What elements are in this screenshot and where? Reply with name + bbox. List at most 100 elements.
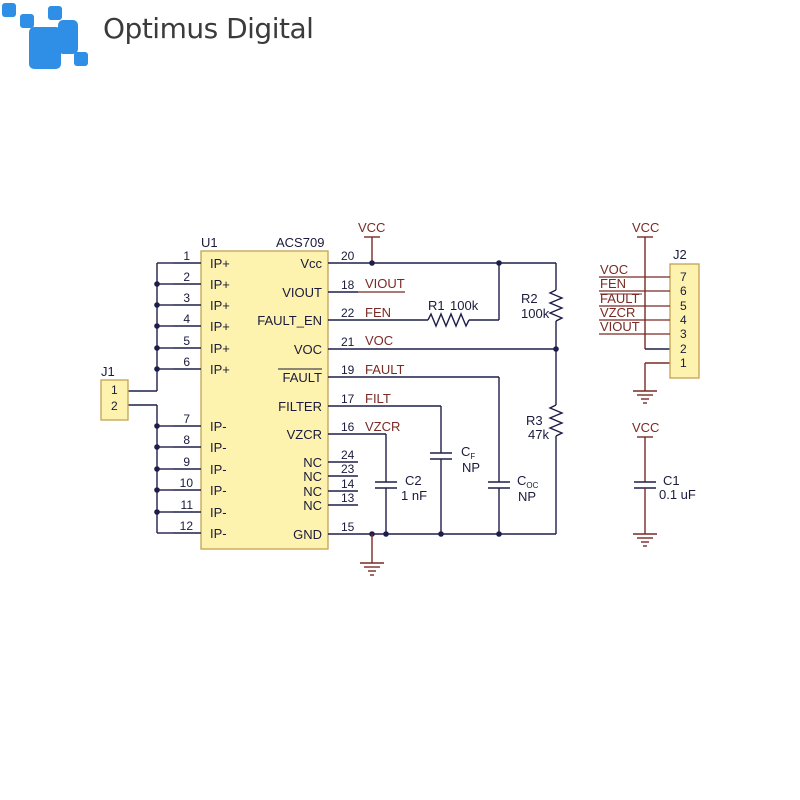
net-label-filt: FILT <box>365 391 391 406</box>
pin-name: NC <box>303 469 322 484</box>
c2-ref: C2 <box>405 473 422 488</box>
pin-name: FAULT_EN <box>257 313 322 328</box>
u1-body <box>200 250 329 550</box>
pin-number: 21 <box>341 335 355 349</box>
j2-pin: 6 <box>680 284 687 298</box>
pin-name: FAULT <box>283 370 323 385</box>
pin-number: 4 <box>183 312 190 326</box>
pin-number: 11 <box>181 498 194 512</box>
pin-number: 3 <box>183 291 190 305</box>
j2-net-fen: FEN <box>600 276 626 291</box>
j2-connector <box>669 263 700 379</box>
j1-pin: 2 <box>111 399 118 413</box>
pin-name: IP+ <box>210 256 230 271</box>
cf-value: NP <box>462 460 480 475</box>
j2-net-viout: VIOUT <box>600 319 640 334</box>
r3-ref: R3 <box>526 413 543 428</box>
pin-number: 18 <box>341 278 355 292</box>
net-label-fen: FEN <box>365 305 391 320</box>
pin-name: IP- <box>210 440 227 455</box>
pin-name: GND <box>293 527 322 542</box>
pin-number: 6 <box>183 355 190 369</box>
pin-name: IP- <box>210 483 227 498</box>
r1-resistor <box>427 312 470 328</box>
r2-resistor <box>548 289 564 322</box>
vcc-label: VCC <box>632 220 659 235</box>
net-label-vzcr: VZCR <box>365 419 400 434</box>
vcc-label: VCC <box>358 220 385 235</box>
j2-pin: 2 <box>680 342 687 356</box>
r3-value: 47k <box>528 427 549 442</box>
pin-number: 15 <box>341 520 355 534</box>
pin-name: IP+ <box>210 341 230 356</box>
pin-name: IP+ <box>210 362 230 377</box>
pin-number: 2 <box>183 270 190 284</box>
pin-number: 22 <box>341 306 355 320</box>
vcc-label: VCC <box>632 420 659 435</box>
pin-name: IP+ <box>210 298 230 313</box>
j1-pin: 1 <box>111 383 118 397</box>
pin-name: NC <box>303 498 322 513</box>
coc-value: NP <box>518 489 536 504</box>
pin-name: IP+ <box>210 319 230 334</box>
u1-ref: U1 <box>201 235 218 250</box>
ground-icon <box>633 533 657 547</box>
u1-part: ACS709 <box>276 235 324 250</box>
j2-ref: J2 <box>673 247 687 262</box>
pin-name: IP- <box>210 526 227 541</box>
pin-name: Vcc <box>300 256 322 271</box>
pin-number: 14 <box>341 477 355 491</box>
j2-net-voc: VOC <box>600 262 628 277</box>
pin-name: VZCR <box>287 427 322 442</box>
u1-left-pin-labels: 1 2 3 4 5 6 7 8 9 10 11 12 IP+ IP+ IP+ I… <box>180 249 230 541</box>
j2-pin: 3 <box>680 327 687 341</box>
net-label-voc: VOC <box>365 333 393 348</box>
r1-ref: R1 <box>428 298 445 313</box>
r1-value: 100k <box>450 298 479 313</box>
pin-number: 17 <box>341 392 355 406</box>
u1-net-labels: VIOUT FEN VOC FAULT FILT VZCR <box>358 276 405 434</box>
u1-left-pins <box>173 262 201 534</box>
pin-name: IP- <box>210 505 227 520</box>
net-label-fault: FAULT <box>365 362 405 377</box>
pin-name: VIOUT <box>282 285 322 300</box>
u1-right-pins <box>328 262 372 535</box>
pin-number: 23 <box>341 462 355 476</box>
r2-ref: R2 <box>521 291 538 306</box>
c1-ref: C1 <box>663 473 680 488</box>
pin-number: 12 <box>180 519 194 533</box>
ground-icon <box>360 562 384 576</box>
pin-number: 10 <box>180 476 194 490</box>
j1-connector <box>100 379 129 421</box>
c1-value: 0.1 uF <box>659 487 696 502</box>
pin-number: 24 <box>341 448 355 462</box>
pin-number: 19 <box>341 363 355 377</box>
r3-resistor <box>548 404 564 437</box>
cf-ref: CF <box>461 444 475 461</box>
c2-value: 1 nF <box>401 488 427 503</box>
j1-ref: J1 <box>101 364 115 379</box>
pin-number: 7 <box>183 412 190 426</box>
pin-number: 16 <box>341 420 355 434</box>
pin-number: 9 <box>183 455 190 469</box>
j2-net-fault: FAULT <box>600 291 640 306</box>
pin-name: NC <box>303 455 322 470</box>
pin-name: VOC <box>294 342 322 357</box>
u1-right-pin-labels: Vcc VIOUT FAULT_EN VOC FAULT FILTER VZCR… <box>257 249 354 542</box>
logo-mark-icon <box>2 3 88 69</box>
r2-value: 100k <box>521 306 550 321</box>
pin-number: 20 <box>341 249 355 263</box>
j2-pin: 5 <box>680 299 687 313</box>
pin-number: 1 <box>183 249 190 263</box>
j2-net-vzcr: VZCR <box>600 305 635 320</box>
pin-name: IP- <box>210 462 227 477</box>
pin-name: IP- <box>210 419 227 434</box>
j2-pins: VOC FEN FAULT VZCR VIOUT 7 6 5 4 3 2 1 <box>599 262 687 370</box>
brand-name: Optimus Digital <box>103 12 314 45</box>
j2-pin: 1 <box>680 356 687 370</box>
pin-name: IP+ <box>210 277 230 292</box>
coc-ref: COC <box>517 473 539 490</box>
pin-name: FILTER <box>278 399 322 414</box>
